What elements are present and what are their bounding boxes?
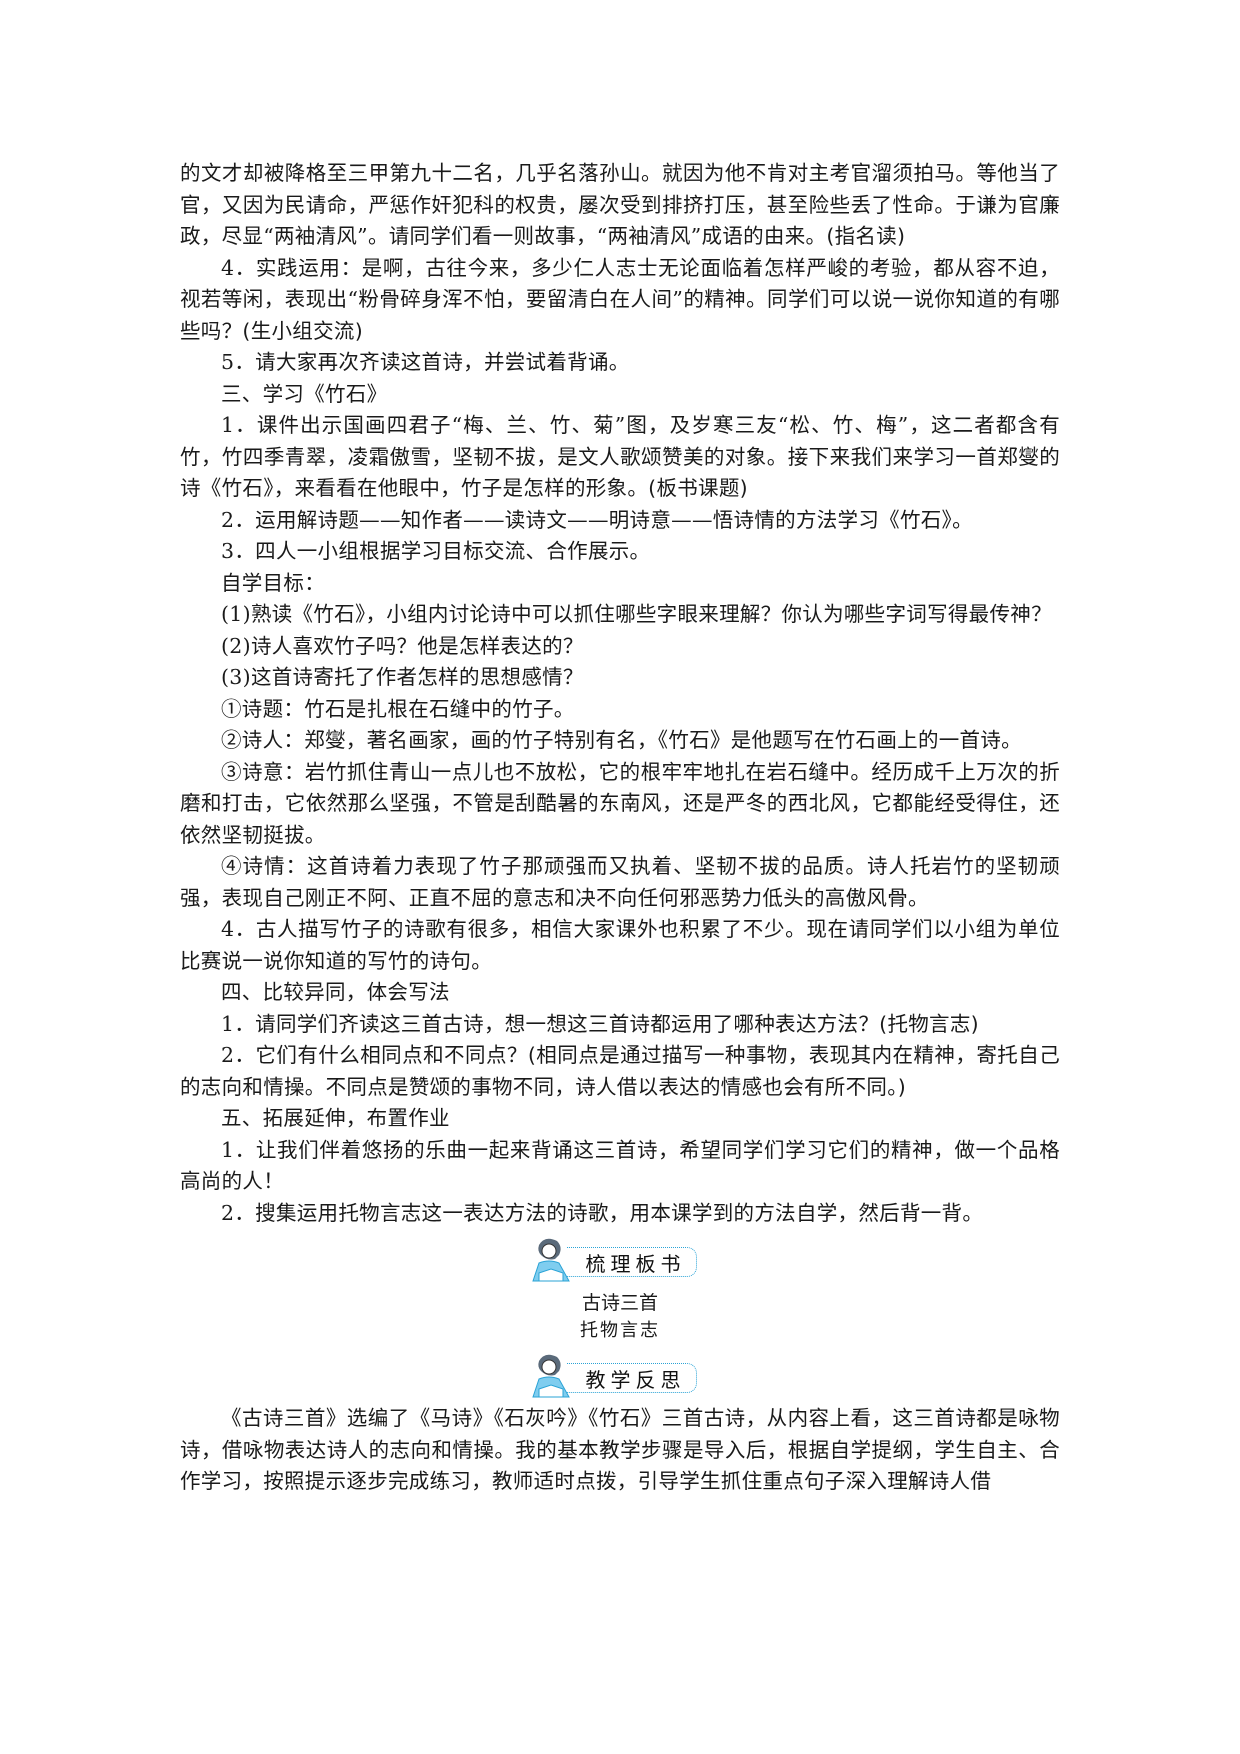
paragraph-text: 1．让我们伴着悠扬的乐曲一起来背诵这三首诗，希望同学们学习它们的精神，做一个品格… (180, 1137, 1060, 1194)
paragraph-text: (1)熟读《竹石》，小组内讨论诗中可以抓住哪些字眼来理解？你认为哪些字词写得最传… (221, 602, 1052, 626)
paragraph-text: 1．请同学们齐读这三首古诗，想一想这三首诗都运用了哪种表达方法？ (221, 1011, 880, 1036)
paragraph: 自学目标： (180, 568, 1060, 600)
paragraph: 1．课件出示国画四君子“梅、兰、竹、菊”图，及岁寒三友“松、竹、梅”，这二者都含… (180, 410, 1060, 505)
paragraph-text: 2．它们有什么相同点和不同点？ (221, 1043, 528, 1067)
reflection-header: 教学反思 (180, 1351, 1060, 1399)
paragraph: (2)诗人喜欢竹子吗？他是怎样表达的？ (180, 631, 1060, 663)
paragraph-text: 三、学习《竹石》 (221, 381, 388, 406)
paragraph: ①诗题：竹石是扎根在石缝中的竹子。 (180, 694, 1060, 726)
blackboard-summary: 古诗三首 托物言志 (180, 1289, 1060, 1345)
teacher-note: (指名读) (826, 224, 906, 248)
paragraph: 2．运用解诗题——知作者——读诗文——明诗意——悟诗情的方法学习《竹石》。 (180, 505, 1060, 537)
paragraph-text: ②诗人：郑燮，著名画家，画的竹子特别有名，《竹石》是他题写在竹石画上的一首诗。 (221, 728, 1022, 752)
teacher-note: (托物言志) (879, 1011, 979, 1036)
student-reading-icon (532, 1238, 570, 1282)
paragraph: (1)熟读《竹石》，小组内讨论诗中可以抓住哪些字眼来理解？你认为哪些字词写得最传… (180, 599, 1060, 631)
paragraph: 五、拓展延伸，布置作业 (180, 1103, 1060, 1135)
document-page: 的文才却被降格至三甲第九十二名，几乎名落孙山。就因为他不肯对主考官溜须拍马。等他… (180, 158, 1060, 1498)
paragraph: ④诗情：这首诗着力表现了竹子那顽强而又执着、坚韧不拔的品质。诗人托岩竹的坚韧顽强… (180, 851, 1060, 914)
paragraph-text: 5．请大家再次齐读这首诗，并尝试着背诵。 (221, 350, 630, 374)
paragraph: ③诗意：岩竹抓住青山一点儿也不放松，它的根牢牢地扎在岩石缝中。经历成千上万次的折… (180, 757, 1060, 852)
lesson-body: 的文才却被降格至三甲第九十二名，几乎名落孙山。就因为他不肯对主考官溜须拍马。等他… (180, 158, 1060, 1229)
paragraph-text: 的文才却被降格至三甲第九十二名，几乎名落孙山。就因为他不肯对主考官溜须拍马。等他… (180, 161, 1060, 248)
paragraph: 四、比较异同，体会写法 (180, 977, 1060, 1009)
paragraph-text: 3．四人一小组根据学习目标交流、合作展示。 (221, 539, 651, 563)
paragraph-text: 1．课件出示国画四君子“梅、兰、竹、菊”图，及岁寒三友“松、竹、梅”，这二者都含… (180, 413, 1060, 500)
board-subtitle: 托物言志 (580, 1320, 660, 1341)
paragraph: 1．请同学们齐读这三首古诗，想一想这三首诗都运用了哪种表达方法？(托物言志) (180, 1009, 1060, 1041)
paragraph-text: 自学目标： (221, 570, 325, 595)
teacher-note: (生小组交流) (242, 318, 364, 343)
paragraph-text: 4．实践运用：是啊，古往今来，多少仁人志士无论面临着怎样严峻的考验，都从容不迫，… (180, 255, 1060, 343)
paragraph: 1．让我们伴着悠扬的乐曲一起来背诵这三首诗，希望同学们学习它们的精神，做一个品格… (180, 1135, 1060, 1198)
paragraph-text: ①诗题：竹石是扎根在石缝中的竹子。 (221, 696, 575, 721)
teacher-note: (板书课题) (648, 476, 748, 500)
paragraph: 3．四人一小组根据学习目标交流、合作展示。 (180, 536, 1060, 568)
paragraph-text: 四、比较异同，体会写法 (221, 980, 450, 1004)
paragraph: 的文才却被降格至三甲第九十二名，几乎名落孙山。就因为他不肯对主考官溜须拍马。等他… (180, 158, 1060, 253)
board-header: 梳理板书 (180, 1235, 1060, 1283)
paragraph-text: 五、拓展延伸，布置作业 (221, 1106, 450, 1130)
paragraph-text: 2．搜集运用托物言志这一表达方法的诗歌，用本课学到的方法自学，然后背一背。 (221, 1200, 984, 1225)
paragraph-text: 4．古人描写竹子的诗歌有很多，相信大家课外也积累了不少。现在请同学们以小组为单位… (180, 917, 1060, 973)
paragraph: 三、学习《竹石》 (180, 379, 1060, 411)
student-reading-icon (532, 1354, 570, 1398)
paragraph: ②诗人：郑燮，著名画家，画的竹子特别有名，《竹石》是他题写在竹石画上的一首诗。 (180, 725, 1060, 757)
paragraph-text: (2)诗人喜欢竹子吗？他是怎样表达的？ (221, 633, 584, 658)
paragraph: 2．搜集运用托物言志这一表达方法的诗歌，用本课学到的方法自学，然后背一背。 (180, 1198, 1060, 1230)
paragraph: 4．古人描写竹子的诗歌有很多，相信大家课外也积累了不少。现在请同学们以小组为单位… (180, 914, 1060, 977)
reflection-body: 《古诗三首》选编了《马诗》《石灰吟》《竹石》三首古诗，从内容上看，这三首诗都是咏… (180, 1403, 1060, 1498)
board-title: 古诗三首 (581, 1292, 658, 1314)
paragraph: 《古诗三首》选编了《马诗》《石灰吟》《竹石》三首古诗，从内容上看，这三首诗都是咏… (180, 1403, 1060, 1498)
paragraph: 5．请大家再次齐读这首诗，并尝试着背诵。 (180, 347, 1060, 379)
paragraph-text: (3)这首诗寄托了作者怎样的思想感情？ (221, 665, 584, 689)
paragraph-text: 2．运用解诗题——知作者——读诗文——明诗意——悟诗情的方法学习《竹石》。 (221, 507, 973, 532)
paragraph: (3)这首诗寄托了作者怎样的思想感情？ (180, 662, 1060, 694)
paragraph-text: ④诗情：这首诗着力表现了竹子那顽强而又执着、坚韧不拔的品质。诗人托岩竹的坚韧顽强… (180, 854, 1060, 910)
reflection-header-label: 教学反思 (567, 1363, 697, 1393)
paragraph-text: 《古诗三首》选编了《马诗》《石灰吟》《竹石》三首古诗，从内容上看，这三首诗都是咏… (180, 1406, 1060, 1493)
paragraph: 4．实践运用：是啊，古往今来，多少仁人志士无论面临着怎样严峻的考验，都从容不迫，… (180, 253, 1060, 348)
paragraph: 2．它们有什么相同点和不同点？(相同点是通过描写一种事物，表现其内在精神，寄托自… (180, 1040, 1060, 1103)
paragraph-text: ③诗意：岩竹抓住青山一点儿也不放松，它的根牢牢地扎在岩石缝中。经历成千上万次的折… (180, 759, 1060, 847)
teacher-note: (相同点是通过描写一种事物，表现其内在精神，寄托自己的志向和情操。不同点是赞颂的… (180, 1043, 1061, 1099)
board-header-label: 梳理板书 (567, 1247, 697, 1277)
